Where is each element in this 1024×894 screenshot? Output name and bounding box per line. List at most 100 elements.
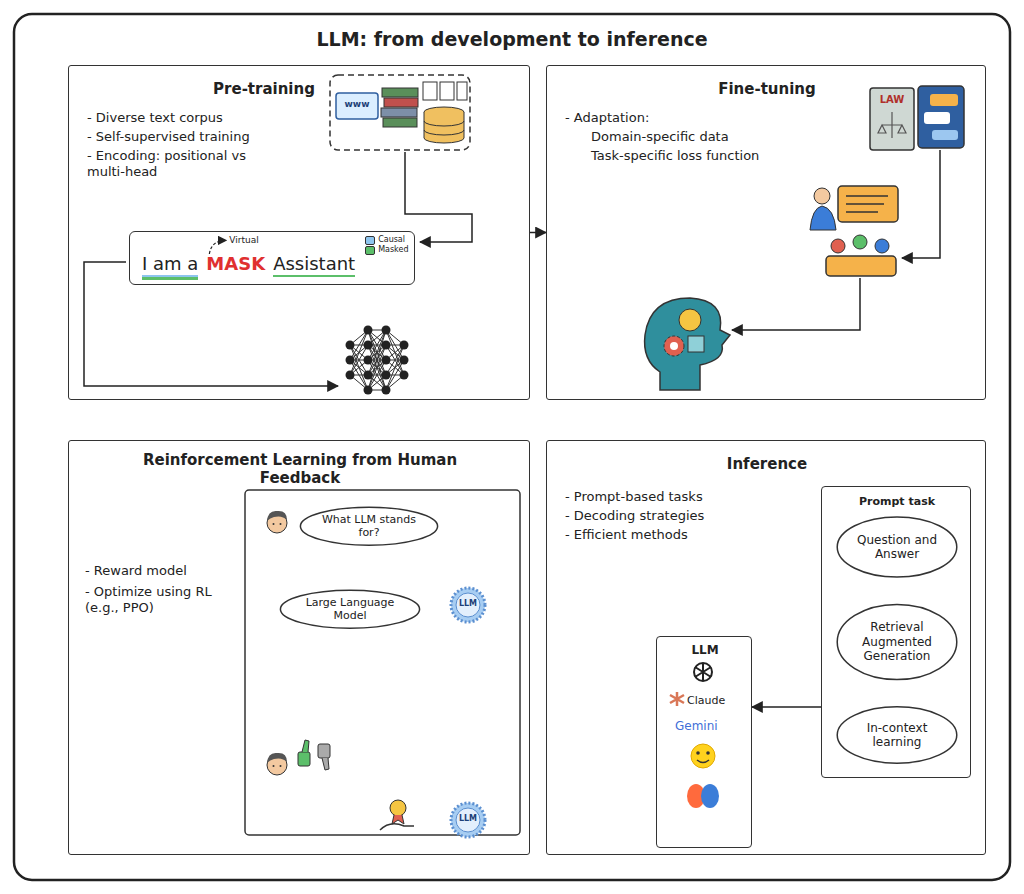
virtual-arrow <box>209 240 226 254</box>
llm-logos-part <box>694 663 712 681</box>
task-ellipse: In-context learning <box>836 705 958 765</box>
flow-connector <box>530 232 546 234</box>
chat-panel-part <box>322 758 329 770</box>
network-neuron <box>400 341 409 350</box>
network-neuron <box>364 326 373 335</box>
data-source-icons-part <box>336 93 378 119</box>
network-neuron <box>364 341 373 350</box>
network-neuron <box>400 356 409 365</box>
node-heading: What LLM stands for? <box>319 513 419 539</box>
law-chat-icons-part <box>924 112 950 124</box>
llm-logos-part <box>706 751 710 755</box>
pretraining-flow-arrow <box>84 152 472 386</box>
node-text: Virtual <box>229 235 258 246</box>
law-chat-icons-part <box>878 112 906 138</box>
node-heading: In-context learning <box>853 721 941 750</box>
teacher-icon-part <box>826 256 896 276</box>
node-heading: Reinforcement Learning from Human Feedba… <box>139 451 461 487</box>
data-source-icons-part <box>424 112 464 143</box>
network-neuron <box>364 386 373 395</box>
chat-panel-part <box>245 490 520 835</box>
data-source-icons-part <box>457 82 467 100</box>
brain-head-icon-part <box>679 309 701 331</box>
finetuning-panel: Fine-tuning- Adaptation:Domain-specific … <box>546 65 986 400</box>
network-neuron <box>382 356 391 365</box>
inference-panel: Inference- Prompt-based tasks- Decoding … <box>546 440 986 855</box>
prompt-task-box: Prompt taskQuestion and AnswerRetrieval … <box>821 486 971 778</box>
law-chat-icons-part <box>932 130 958 140</box>
llm-box: LLMClaudeGemini <box>656 636 752 848</box>
node-heading: Pre-training <box>69 80 459 98</box>
data-source-icons-part <box>381 108 417 117</box>
node-text: Domain-specific data <box>591 129 851 145</box>
brain-head-icon-part <box>664 336 684 356</box>
ellipse-outline-shape <box>837 517 957 577</box>
law-chat-icons <box>870 86 964 150</box>
node-text: - Diverse text corpus <box>87 110 327 126</box>
network-neuron <box>346 371 355 380</box>
data-source-icons <box>330 75 470 150</box>
llm-logos-part <box>701 784 719 808</box>
data-source-icons-part <box>423 82 437 100</box>
data-source-icons-part <box>440 82 454 100</box>
masked-sentence-box: I am aMASKAssistantVirtualCausalMasked <box>129 231 415 285</box>
ellipse-outline-shape <box>300 507 437 545</box>
network-link <box>350 330 368 375</box>
node-text: Claude <box>687 694 751 707</box>
icon-label: LAW <box>872 94 912 106</box>
chat-panel-part <box>318 744 330 758</box>
node-heading: Large Language Model <box>299 596 401 622</box>
legend-swatch <box>365 246 375 255</box>
legend-row: Masked <box>365 245 408 255</box>
network-neuron <box>382 341 391 350</box>
node-text: - Reward model <box>85 563 245 579</box>
ellipse-outline-shape <box>280 590 419 628</box>
legend: CausalMasked <box>365 235 408 255</box>
law-chat-icons-part <box>918 86 964 148</box>
ellipse-outline-shape <box>837 604 957 679</box>
network-neuron <box>364 356 373 365</box>
chat-panel-part <box>451 803 485 837</box>
llm-logos-part <box>670 692 684 706</box>
llm-logos-part-part <box>695 663 711 681</box>
teacher-icon-part <box>875 239 889 253</box>
chat-panel-part <box>392 815 404 824</box>
network-link <box>368 345 386 390</box>
legend-swatch <box>365 236 375 245</box>
brain-head-icon <box>645 298 730 390</box>
law-chat-icons-part <box>930 94 958 106</box>
data-source-icons-part <box>384 98 418 107</box>
pretraining-panel: Pre-training- Diverse text corpus- Self-… <box>68 65 530 400</box>
network-neuron <box>364 371 373 380</box>
node-heading: Prompt task <box>822 495 972 508</box>
chat-panel-part <box>302 740 309 752</box>
data-source-icons-part <box>424 121 464 135</box>
question-bubble: What LLM stands for? <box>299 506 439 546</box>
network-neuron <box>382 326 391 335</box>
diagram-title: LLM: from development to inference <box>0 28 1024 51</box>
pretraining-flow-arrow-part <box>84 262 338 386</box>
task-ellipse: Question and Answer <box>836 515 958 579</box>
legend-row: Causal <box>365 235 408 245</box>
network-link <box>386 345 404 390</box>
brain-head-icon-part <box>645 298 730 390</box>
task-ellipse: Retrieval Augmented Generation <box>836 602 958 682</box>
network-neuron <box>382 386 391 395</box>
chat-panel-part <box>390 800 406 816</box>
teacher-icon-part <box>853 235 867 249</box>
network-neuron <box>400 371 409 380</box>
node-text: Task-specific loss function <box>591 148 851 164</box>
flow-connector <box>752 706 821 708</box>
pretraining-flow-arrow-part <box>405 152 472 242</box>
legend-text: Masked <box>378 246 408 254</box>
data-source-icons-part <box>330 75 470 150</box>
law-chat-icons-part <box>870 88 914 150</box>
icon-label: LLM <box>451 814 485 824</box>
llm-logos-part-part <box>694 663 712 681</box>
chat-panel-part <box>267 753 287 775</box>
brain-head-icon-part <box>670 342 678 350</box>
chat-panel-part <box>298 752 310 766</box>
chat-panel-part <box>267 511 287 533</box>
